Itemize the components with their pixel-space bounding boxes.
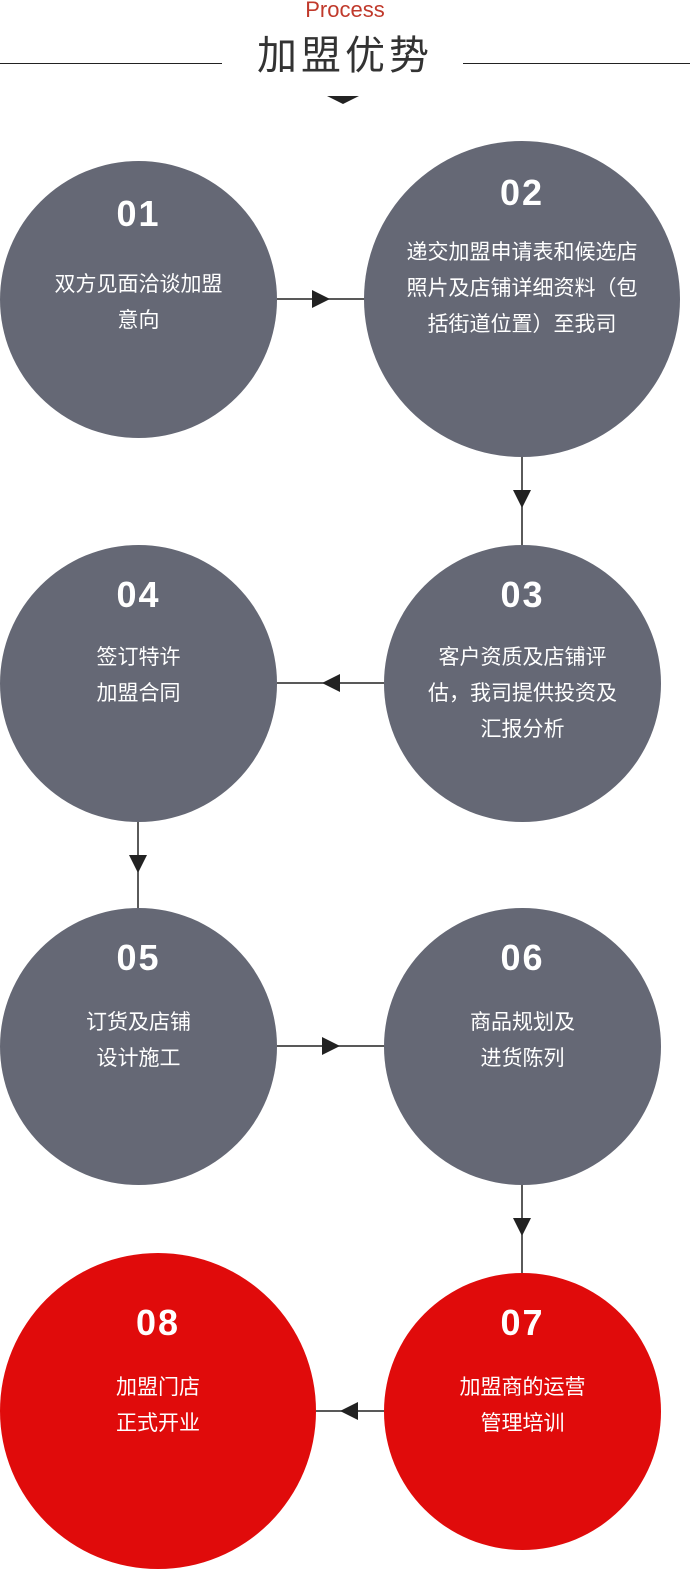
step-number: 03 <box>500 574 545 615</box>
step-number: 06 <box>500 937 545 978</box>
header-down-pointer-icon <box>327 96 359 104</box>
header-rule-left <box>0 63 222 64</box>
step-text: 加盟商的运营 管理培训 <box>459 1375 586 1435</box>
step-number: 01 <box>116 193 161 234</box>
step-07: 07 加盟商的运营 管理培训 <box>384 1273 661 1550</box>
step-05: 05 订货及店铺 设计施工 <box>0 908 277 1185</box>
step-06: 06 商品规划及 进货陈列 <box>384 908 661 1185</box>
arrow-left-icon <box>322 674 340 692</box>
step-number: 08 <box>135 1302 181 1343</box>
arrow-right-icon <box>322 1037 340 1055</box>
step-text: 加盟门店 正式开业 <box>116 1375 200 1435</box>
step-number: 05 <box>116 937 161 978</box>
step-number: 04 <box>116 574 161 615</box>
step-number: 07 <box>500 1302 545 1343</box>
step-text: 递交加盟申请表和候选店 照片及店铺详细资料（包 括街道位置）至我司 <box>406 240 638 336</box>
step-04: 04 签订特许 加盟合同 <box>0 545 277 822</box>
arrow-down-icon <box>513 490 531 508</box>
step-text: 商品规划及 进货陈列 <box>470 1010 575 1070</box>
process-eyebrow: Process <box>305 0 385 22</box>
step-02: 02 递交加盟申请表和候选店 照片及店铺详细资料（包 括街道位置）至我司 <box>364 141 680 457</box>
step-01: 01 双方见面洽谈加盟 意向 <box>0 161 277 438</box>
arrow-down-icon <box>513 1218 531 1236</box>
arrow-down-icon <box>129 855 147 873</box>
header-rule-right <box>463 63 690 64</box>
step-text: 客户资质及店铺评 估，我司提供投资及 汇报分析 <box>428 645 617 741</box>
arrow-left-icon <box>340 1402 358 1420</box>
step-number: 02 <box>499 172 545 213</box>
step-03: 03 客户资质及店铺评 估，我司提供投资及 汇报分析 <box>384 545 661 822</box>
section-title: 加盟优势 <box>257 33 433 79</box>
step-text: 订货及店铺 设计施工 <box>86 1010 191 1070</box>
step-text: 签订特许 加盟合同 <box>96 645 181 705</box>
step-08: 08 加盟门店 正式开业 <box>0 1253 316 1569</box>
step-text: 双方见面洽谈加盟 意向 <box>54 272 223 332</box>
arrow-right-icon <box>312 290 330 308</box>
